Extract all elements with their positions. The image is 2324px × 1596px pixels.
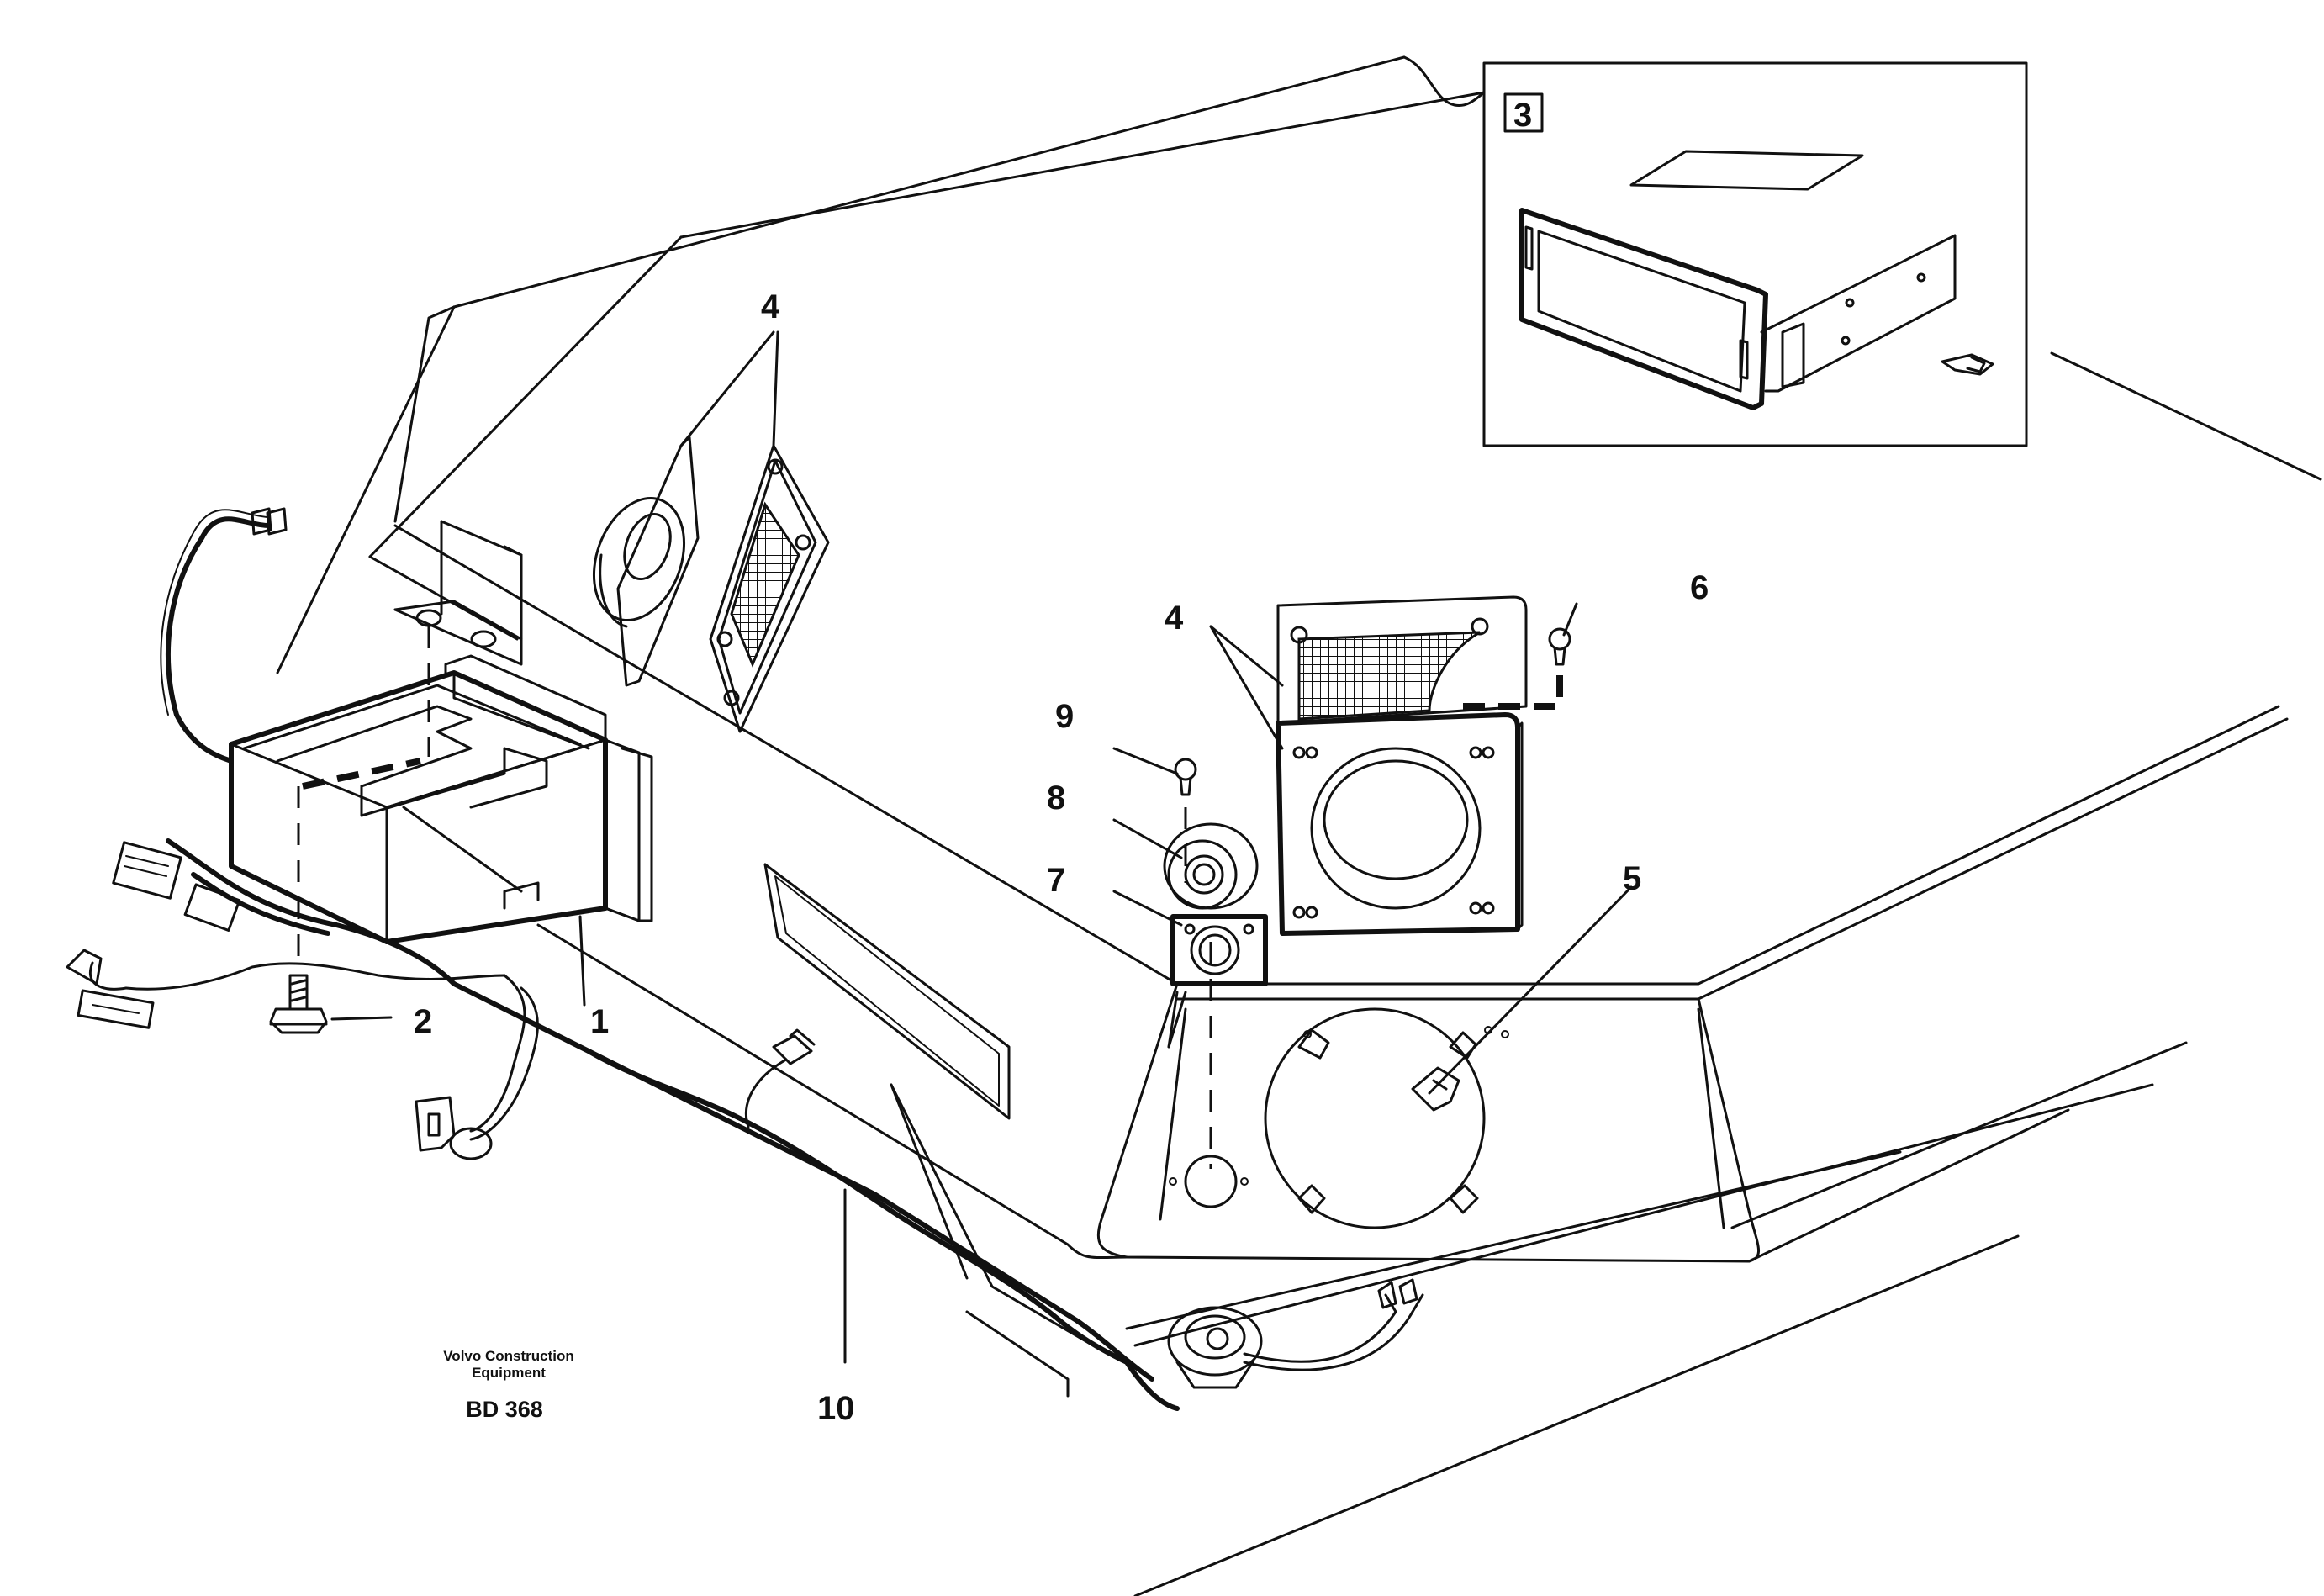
callout-7: 7 [1047,862,1065,899]
inset-number-box [1503,92,1544,133]
callout-10: 10 [817,1390,855,1427]
inset-box-radio-frame [1482,61,2028,447]
console-panel-opening [763,863,1011,1120]
switch-hole [1169,1155,1249,1208]
callout-4-upper: 4 [761,288,780,325]
wiring-harness [89,509,1424,1411]
speaker-upper-left [592,436,700,687]
speaker-right [1276,712,1524,936]
drawing-footer: Volvo Construction Equipment BD 368 [443,1348,574,1422]
bolt [269,974,328,1034]
callout-5: 5 [1623,860,1641,897]
knob-8 [1163,822,1259,910]
screw-6 [1548,627,1571,666]
leader-lines [330,330,1633,1364]
callout-4-right: 4 [1165,600,1184,637]
callout-3: 3 [1513,97,1532,134]
rotary-switch [1167,1306,1263,1389]
clip-5 [1411,1066,1460,1112]
mount-plate-7 [1170,914,1268,986]
assembly-lines [297,626,1563,1169]
callout-9: 9 [1055,698,1074,735]
callout-labels: 1 2 3 4 4 5 6 7 8 9 10 [414,97,1709,1427]
speaker-cutout [1264,1007,1509,1229]
harness-connectors [66,507,1418,1309]
speaker-grille-upper [709,444,830,733]
brand-line-2: Equipment [472,1365,546,1381]
screw-9 [1174,758,1197,796]
speaker-grille-right [1276,595,1528,725]
callout-2: 2 [414,1003,432,1040]
cab-outline [276,55,2322,1596]
callout-6: 6 [1690,569,1709,606]
brand-line-1: Volvo Construction [443,1348,574,1364]
radio-holder-bracket [229,654,653,944]
callout-1: 1 [590,1003,609,1040]
drawing-code: BD 368 [466,1397,543,1422]
mounting-plate [393,520,523,666]
callout-8: 8 [1047,780,1065,816]
